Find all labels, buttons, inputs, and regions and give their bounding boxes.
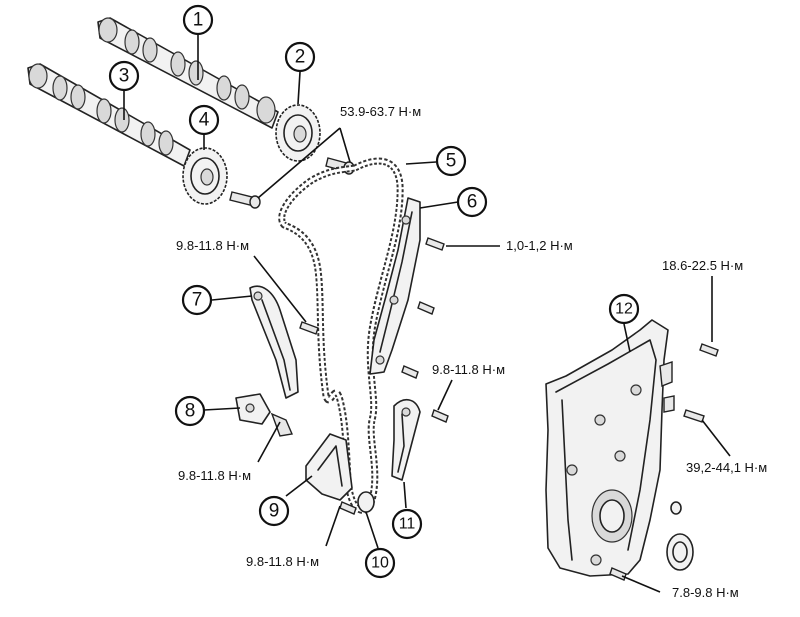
tensioner-arm (249, 285, 299, 399)
chain-guide-right (369, 197, 421, 375)
cover-upper-bolt (699, 343, 719, 357)
svg-text:8: 8 (185, 401, 196, 422)
svg-text:6: 6 (467, 192, 478, 213)
svg-text:3: 3 (119, 66, 130, 87)
lower-chain-guide (305, 433, 353, 501)
callout-10: 10 (364, 547, 396, 579)
tensioner-arm-bolt (299, 321, 319, 335)
svg-text:1: 1 (193, 10, 204, 31)
callout-5: 5 (435, 145, 467, 177)
exhaust-cam-sprocket (182, 147, 228, 205)
torque-cover-lower-bolt: 7.8-9.8 Н·м (672, 585, 739, 600)
sprocket-bolt-exhaust (229, 191, 261, 209)
guide-bolt-lower (401, 365, 419, 379)
cover-side-bolt (683, 409, 705, 423)
timing-chain-cover (545, 319, 675, 577)
callout-11: 11 (391, 508, 423, 540)
intake-camshaft (97, 17, 279, 129)
crank-sprocket (357, 491, 375, 513)
torque-right-lower-guide-bolt: 9.8-11.8 Н·м (432, 362, 505, 377)
callout-2: 2 (284, 41, 316, 73)
svg-text:7: 7 (192, 290, 203, 311)
callout-12: 12 (608, 293, 640, 325)
oil-pump-chain-guide (391, 399, 421, 481)
svg-text:12: 12 (615, 301, 633, 318)
callout-1: 1 (182, 4, 214, 36)
callout-7: 7 (181, 284, 213, 316)
intake-cam-sprocket (275, 104, 321, 162)
svg-text:2: 2 (295, 47, 306, 68)
exhaust-camshaft (27, 63, 191, 167)
cover-lower-bolt (609, 567, 627, 581)
torque-guide-bolt-upper: 1,0-1,2 Н·м (506, 238, 573, 253)
callout-4: 4 (188, 104, 220, 136)
torque-lower-guide-bolt: 9.8-11.8 Н·м (246, 554, 319, 569)
svg-text:10: 10 (371, 555, 389, 572)
callout-6: 6 (456, 186, 488, 218)
torque-cover-upper-bolt: 18.6-22.5 Н·м (662, 258, 743, 273)
leader-lines (123, 34, 731, 593)
oil-pump-guide-bolt (431, 409, 449, 423)
torque-sprocket-bolts: 53.9-63.7 Н·м (340, 104, 421, 119)
cover-dowel (670, 501, 682, 515)
chain-tensioner (235, 393, 293, 437)
crank-oil-seal (666, 533, 694, 571)
svg-text:4: 4 (199, 110, 210, 131)
callout-8: 8 (174, 395, 206, 427)
torque-tensioner-bolt: 9.8-11.8 Н·м (178, 468, 251, 483)
callout-3: 3 (108, 60, 140, 92)
svg-text:9: 9 (269, 501, 280, 522)
svg-text:11: 11 (399, 516, 416, 533)
svg-text:5: 5 (446, 151, 457, 172)
guide-bolt-upper (425, 237, 445, 251)
torque-left-guide-bolt: 9.8-11.8 Н·м (176, 238, 249, 253)
guide-bolt-middle (417, 301, 435, 315)
torque-cover-side-bolt: 39,2-44,1 Н·м (686, 460, 767, 475)
lower-guide-bolt (339, 501, 357, 515)
callout-9: 9 (258, 495, 290, 527)
